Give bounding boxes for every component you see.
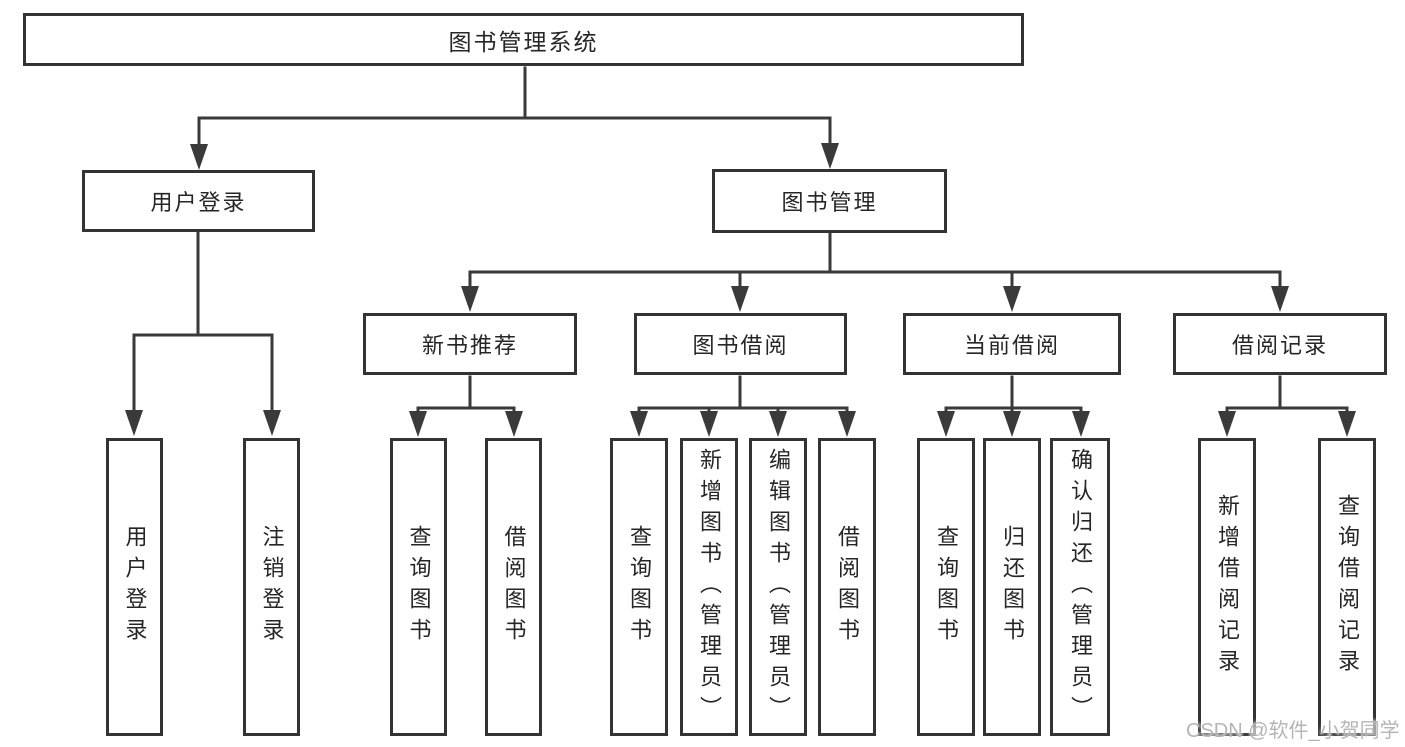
leaf-query-borrow-record: 查询借阅记录 xyxy=(1318,438,1376,736)
leaf-confirm-return-admin: 确认归还（管理员） xyxy=(1050,438,1110,736)
leaf-query-books-borrowing: 查询图书 xyxy=(610,438,668,736)
leaf-add-borrow-record: 新增借阅记录 xyxy=(1198,438,1256,736)
node-label: 查询图书 xyxy=(934,525,959,649)
node-label: 图书管理系统 xyxy=(448,28,599,55)
node-label: 用户登录 xyxy=(150,190,247,215)
node-label: 借阅记录 xyxy=(1231,333,1328,358)
leaf-query-books-recommend: 查询图书 xyxy=(390,438,447,736)
leaf-query-books-current: 查询图书 xyxy=(917,438,975,736)
node-label: 注销登录 xyxy=(259,525,285,649)
node-label: 新增图书（管理员） xyxy=(697,447,722,727)
node-label: 当前借阅 xyxy=(963,333,1060,358)
node-label: 借阅图书 xyxy=(501,525,527,649)
node-label: 查询借阅记录 xyxy=(1335,494,1360,680)
node-current-borrowing: 当前借阅 xyxy=(903,313,1121,375)
leaf-edit-book-admin: 编辑图书（管理员） xyxy=(749,438,807,736)
leaf-borrow-books-recommend: 借阅图书 xyxy=(485,438,542,736)
node-borrowing-records: 借阅记录 xyxy=(1173,313,1387,375)
node-library-management-system: 图书管理系统 xyxy=(23,13,1024,66)
node-label: 查询图书 xyxy=(627,525,652,649)
node-new-book-recommendation: 新书推荐 xyxy=(363,313,577,375)
node-label: 图书管理 xyxy=(781,190,878,215)
node-label: 借阅图书 xyxy=(835,525,860,649)
leaf-borrow-books-borrowing: 借阅图书 xyxy=(818,438,876,736)
leaf-user-login: 用户登录 xyxy=(106,438,163,736)
leaf-logout: 注销登录 xyxy=(243,438,300,736)
node-label: 用户登录 xyxy=(122,525,148,649)
node-label: 新增借阅记录 xyxy=(1215,494,1240,680)
node-book-management: 图书管理 xyxy=(712,169,947,233)
node-label: 查询图书 xyxy=(406,525,432,649)
node-label: 新书推荐 xyxy=(421,333,518,358)
node-book-borrowing: 图书借阅 xyxy=(634,313,847,375)
node-label: 确认归还（管理员） xyxy=(1068,447,1093,727)
node-label: 归还图书 xyxy=(1000,525,1025,649)
node-label: 编辑图书（管理员） xyxy=(766,447,791,727)
leaf-add-book-admin: 新增图书（管理员） xyxy=(680,438,738,736)
node-label: 图书借阅 xyxy=(692,333,789,358)
node-user-login: 用户登录 xyxy=(82,170,315,232)
leaf-return-book: 归还图书 xyxy=(983,438,1041,736)
